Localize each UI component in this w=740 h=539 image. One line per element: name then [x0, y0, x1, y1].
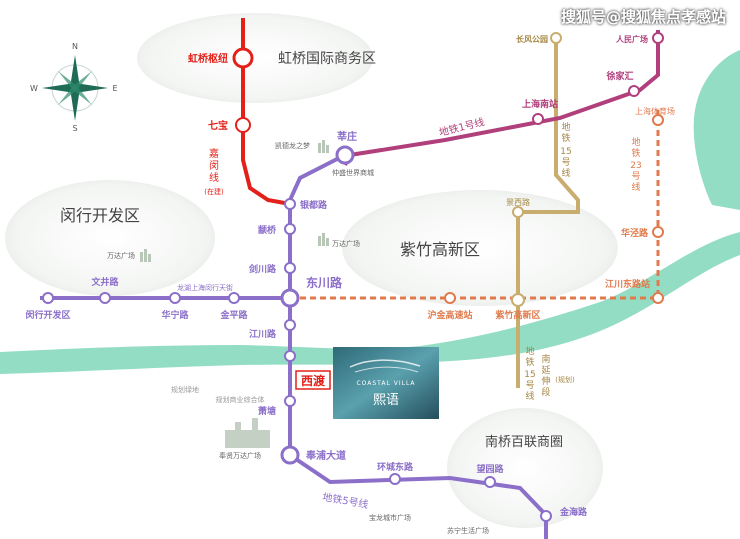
svg-text:15: 15	[560, 147, 571, 157]
line15-south-note: (规划)	[555, 375, 575, 384]
station-shanghaitiyuchang: 上海体育场	[635, 106, 675, 116]
zone-label-hongqiao: 虹桥国际商务区	[278, 51, 376, 67]
svg-text:线: 线	[561, 167, 570, 179]
landmark-suning: 苏宁生活广场	[447, 526, 489, 535]
station-jianchuan: 剑川路	[248, 263, 277, 275]
svg-text:号: 号	[631, 171, 640, 182]
svg-text:南: 南	[541, 353, 550, 365]
svg-text:伸: 伸	[541, 375, 550, 387]
station-changfeng: 长风公园	[516, 34, 548, 44]
svg-text:地: 地	[561, 121, 570, 133]
station-jingxi: 景西路	[506, 197, 530, 207]
station-renmin: 人民广场	[616, 34, 648, 44]
project-en-label: COASTAL VILLA	[356, 380, 415, 387]
svg-text:闵: 闵	[209, 159, 219, 172]
jiamin-label: 嘉 闵 线	[209, 147, 219, 184]
compass-e: E	[112, 84, 117, 93]
svg-text:地: 地	[525, 345, 534, 357]
svg-text:段: 段	[541, 386, 550, 398]
station-hujin: 沪金高速站	[427, 309, 472, 321]
line1-track	[343, 30, 660, 166]
landmark-baolong: 宝龙城市广场	[369, 513, 411, 522]
line5-label: 地铁5号线	[321, 490, 369, 511]
zone-minhang	[5, 180, 215, 296]
building-icons	[140, 140, 329, 448]
zone-label-nanqiao: 南桥百联商圈	[485, 434, 563, 450]
svg-text:线: 线	[209, 171, 219, 184]
station-fengpu: 奉浦大道	[305, 449, 346, 462]
line5-track	[288, 153, 548, 539]
station-wangyuan: 望园路	[476, 463, 504, 475]
landmark-guihua: 规划商业综合体	[216, 395, 265, 404]
station-xiaotang: 萧塘	[258, 405, 276, 417]
svg-text:铁: 铁	[631, 147, 640, 159]
landmark-wanda: 万达广场	[332, 239, 360, 248]
project-name-label: 熙语	[373, 393, 399, 408]
landmark-fengxian-wanda: 奉贤万达广场	[219, 451, 261, 460]
zone-zizhu	[342, 190, 618, 306]
line15-label: 地 铁 15 号 线	[560, 121, 571, 179]
svg-text:号: 号	[525, 380, 534, 391]
line23-track	[230, 110, 660, 300]
station-minhang-dev: 闵行开发区	[25, 309, 70, 321]
station-wenjing: 文井路	[90, 276, 119, 288]
svg-text:延: 延	[541, 364, 550, 376]
svg-text:嘉: 嘉	[209, 147, 219, 160]
compass-w: W	[30, 84, 38, 93]
compass-icon	[42, 55, 108, 121]
svg-text:23: 23	[630, 161, 641, 171]
station-shanghainan: 上海南站	[522, 98, 558, 110]
river-upper	[693, 50, 740, 210]
project-marker	[333, 347, 439, 419]
svg-text:地: 地	[631, 136, 640, 148]
station-dongchuan: 东川路	[306, 275, 343, 290]
station-jiangchuandong: 江川东路站	[605, 278, 650, 290]
svg-text:铁: 铁	[525, 356, 534, 368]
compass-s: S	[72, 124, 77, 133]
svg-text:线: 线	[525, 390, 534, 402]
zone-label-zizhu: 紫竹高新区	[400, 240, 480, 259]
jiamin-note: (在建)	[204, 187, 224, 196]
compass-n: N	[72, 42, 78, 51]
station-zizhu: 紫竹高新区	[495, 309, 540, 321]
station-huanchengdong: 环城东路	[377, 461, 414, 473]
station-xinzhuang: 莘庄	[337, 130, 357, 143]
station-qibao: 七宝	[208, 119, 228, 132]
station-xidu-badge	[295, 370, 331, 390]
station-huajing: 华泾路	[621, 227, 649, 239]
zone-label-minhang: 闵行开发区	[60, 206, 140, 225]
zone-hongqiao	[137, 13, 373, 103]
river	[0, 232, 740, 374]
landmark-zhongsheng: 仲盛世界商城	[332, 168, 374, 177]
landmark-kaidelong: 凯德龙之梦	[275, 141, 310, 150]
landmark-longhu: 龙湖上海闵行天街	[177, 283, 233, 292]
svg-text:号: 号	[561, 157, 570, 168]
station-jinhai: 金海路	[559, 506, 588, 518]
station-yindu: 银都路	[300, 199, 328, 211]
line15-south-label: 地 铁 15 号 线 南 延 伸 段	[524, 345, 550, 402]
station-huaning: 华宁路	[161, 309, 189, 321]
station-hongqiao-hub: 虹桥枢纽	[188, 52, 228, 65]
station-markers	[42, 32, 664, 522]
station-jiangchuan: 江川路	[249, 328, 277, 340]
zone-nanqiao	[447, 408, 603, 528]
svg-text:线: 线	[631, 181, 640, 193]
station-jinping: 金平路	[219, 309, 248, 321]
watermark: 搜狐号@搜狐焦点孝感站	[560, 8, 726, 26]
landmark-bijia: 规划绿地	[171, 385, 199, 394]
station-zhuanqiao: 颛桥	[258, 224, 277, 236]
svg-text:15: 15	[524, 370, 535, 380]
line23-label: 地 铁 23 号 线	[630, 136, 641, 193]
jiamin-track	[241, 18, 291, 206]
landmark-wanda2: 万达广场	[107, 251, 135, 260]
station-xujiahui: 徐家汇	[605, 70, 633, 82]
station-xidu: 西渡	[301, 373, 326, 388]
svg-text:铁: 铁	[561, 132, 570, 144]
